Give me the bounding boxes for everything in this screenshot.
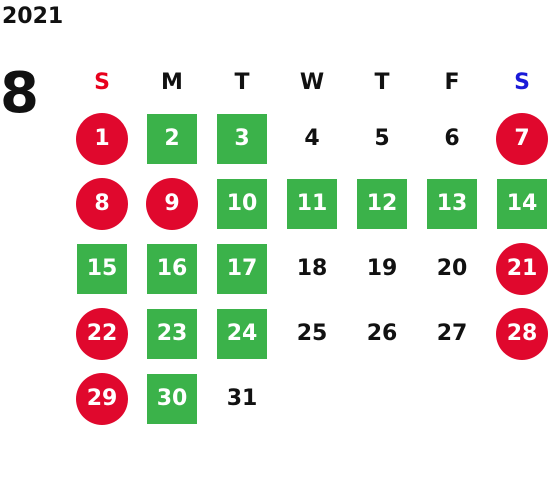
day-cell: 30 (137, 366, 207, 431)
day-22-holiday: 22 (76, 307, 128, 360)
day-12-open: 12 (357, 178, 407, 229)
weekday-header-tuesday: T (234, 69, 250, 95)
day-cell: 23 (137, 301, 207, 366)
day-15-open: 15 (77, 243, 127, 294)
day-cell: 29 (67, 366, 137, 431)
day-20-plain: 20 (436, 255, 468, 281)
day-31-plain: 31 (226, 385, 258, 411)
day-11-open: 11 (287, 178, 337, 229)
day-17-open: 17 (217, 243, 267, 294)
day-2-open: 2 (147, 113, 197, 164)
day-cell: 1 (67, 106, 137, 171)
day-9-holiday: 9 (146, 177, 198, 230)
day-30-open: 30 (147, 373, 197, 424)
day-26-plain: 26 (366, 320, 398, 346)
day-cell: 31 (207, 366, 277, 431)
day-25-plain: 25 (296, 320, 328, 346)
day-7-holiday: 7 (496, 112, 548, 165)
day-cell: 25 (277, 301, 347, 366)
day-28-holiday: 28 (496, 307, 548, 360)
month-number: 8 (0, 61, 39, 126)
weekday-header-wednesday: W (299, 69, 325, 95)
day-cell: 13 (417, 171, 487, 236)
day-cell: 27 (417, 301, 487, 366)
day-cell: 16 (137, 236, 207, 301)
day-cell: 2 (137, 106, 207, 171)
day-cell: 20 (417, 236, 487, 301)
day-21-holiday: 21 (496, 242, 548, 295)
day-24-open: 24 (217, 308, 267, 359)
weekday-header-monday: M (161, 69, 183, 95)
day-cell: 4 (277, 106, 347, 171)
weekday-header-saturday: S (514, 69, 530, 95)
day-cell: 17 (207, 236, 277, 301)
day-cell: 7 (487, 106, 548, 171)
day-cell: 19 (347, 236, 417, 301)
day-8-holiday: 8 (76, 177, 128, 230)
day-cell: 11 (277, 171, 347, 236)
day-13-open: 13 (427, 178, 477, 229)
weekday-header-friday: F (444, 69, 460, 95)
day-cell: 6 (417, 106, 487, 171)
day-6-plain: 6 (444, 125, 460, 151)
day-4-plain: 4 (304, 125, 320, 151)
day-cell: 28 (487, 301, 548, 366)
day-cell: 14 (487, 171, 548, 236)
day-cell: 24 (207, 301, 277, 366)
weekday-header-thursday: T (374, 69, 390, 95)
year-label: 2021 (2, 4, 64, 29)
day-16-open: 16 (147, 243, 197, 294)
day-19-plain: 19 (366, 255, 398, 281)
day-cell: 5 (347, 106, 417, 171)
day-cell: 8 (67, 171, 137, 236)
day-23-open: 23 (147, 308, 197, 359)
day-cell: 21 (487, 236, 548, 301)
weekday-header-sunday: S (94, 69, 110, 95)
day-14-open: 14 (497, 178, 547, 229)
day-cell: 3 (207, 106, 277, 171)
day-cell: 10 (207, 171, 277, 236)
day-cell: 26 (347, 301, 417, 366)
day-cell: 9 (137, 171, 207, 236)
day-1-holiday: 1 (76, 112, 128, 165)
day-cell: 22 (67, 301, 137, 366)
day-18-plain: 18 (296, 255, 328, 281)
day-5-plain: 5 (374, 125, 390, 151)
day-cell: 12 (347, 171, 417, 236)
day-cell: 15 (67, 236, 137, 301)
day-27-plain: 27 (436, 320, 468, 346)
day-cell: 18 (277, 236, 347, 301)
day-29-holiday: 29 (76, 372, 128, 425)
day-3-open: 3 (217, 113, 267, 164)
day-10-open: 10 (217, 178, 267, 229)
